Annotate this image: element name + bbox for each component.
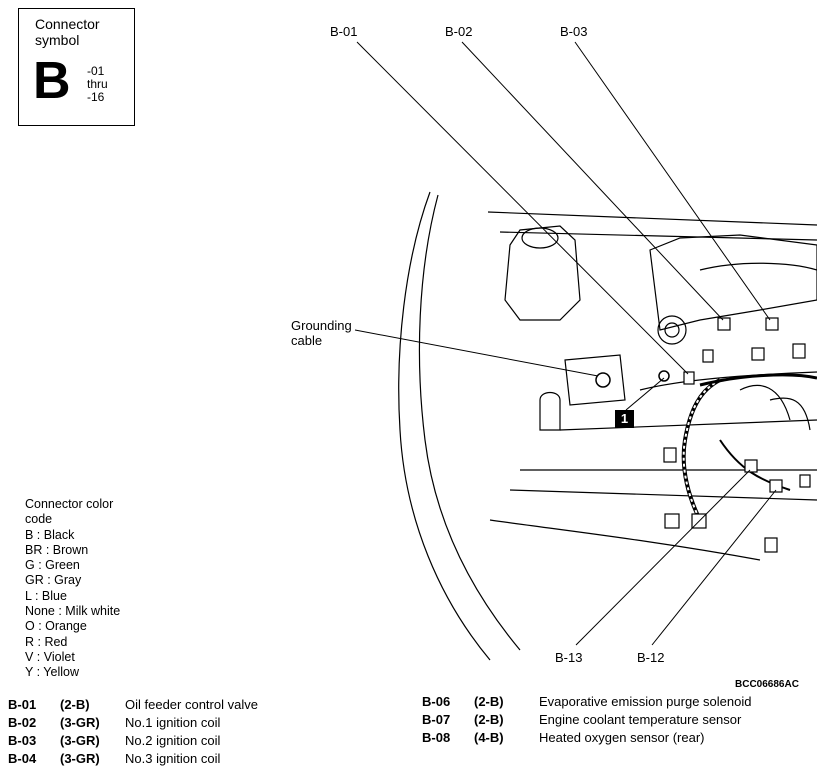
- table-row: B-02 (3-GR) No.1 ignition coil: [8, 714, 258, 732]
- connector-id: B-04: [8, 751, 37, 766]
- callout-b01: B-01: [330, 24, 358, 39]
- connector-code: (2-B): [474, 694, 504, 709]
- table-row: B-07 (2-B) Engine coolant temperature sens…: [422, 711, 751, 729]
- engine-block: [649, 234, 817, 331]
- connector-code: (3-GR): [60, 715, 100, 730]
- wire-harness: [681, 378, 721, 521]
- strut-mount: [539, 391, 561, 431]
- callout-b03: B-03: [560, 24, 588, 39]
- table-row: B-01 (2-B) Oil feeder control valve: [8, 696, 258, 714]
- leader-b03: [574, 41, 771, 321]
- callout-b13: B-13: [555, 650, 583, 665]
- color-code-title: Connector color code: [25, 497, 114, 527]
- connector-b06: [702, 349, 714, 363]
- leader-grounding: [354, 329, 599, 377]
- connector-id: B-03: [8, 733, 37, 748]
- bumper: [489, 519, 761, 561]
- connector-b03: [765, 317, 779, 331]
- reservoir-cap: [521, 227, 559, 249]
- intake: [739, 384, 791, 421]
- leader-b02: [461, 41, 724, 321]
- radiator-low: [509, 489, 817, 501]
- grounding-bolt-2: [658, 370, 670, 382]
- connector-name: No.3 ignition coil: [125, 751, 221, 766]
- table-row: B-08 (4-B) Heated oxygen sensor (rear): [422, 729, 751, 747]
- connector-id: B-02: [8, 715, 37, 730]
- connector-name: Engine coolant temperature sensor: [539, 712, 742, 727]
- hood-edge: [487, 211, 817, 226]
- connector-b09: [663, 447, 677, 463]
- wire-harness-main: [699, 373, 817, 387]
- connector-code: (3-GR): [60, 733, 100, 748]
- leader-b01: [356, 41, 689, 375]
- connector-id: B-08: [422, 730, 451, 745]
- connector-name: Oil feeder control valve: [125, 697, 258, 712]
- callout-grounding-cable: Grounding cable: [291, 318, 352, 348]
- intake-2: [769, 397, 811, 431]
- connector-b14: [764, 537, 778, 553]
- connector-b02: [717, 317, 731, 331]
- color-code-entry: GR : Gray: [25, 573, 82, 588]
- figure-code: BCC06686AC: [735, 679, 799, 690]
- connector-b08: [769, 479, 783, 493]
- connector-symbol-letter: B: [33, 52, 71, 110]
- callout-b12: B-12: [637, 650, 665, 665]
- color-code-entry: None : Milk white: [25, 604, 121, 619]
- color-code-entry: V : Violet: [25, 649, 75, 664]
- color-code-entry: R : Red: [25, 634, 68, 649]
- table-row: B-03 (3-GR) No.2 ignition coil: [8, 732, 258, 750]
- grounding-bolt: [595, 372, 611, 388]
- connector-name: No.1 ignition coil: [125, 715, 221, 730]
- color-code-entry: B : Black: [25, 527, 75, 542]
- reservoir: [504, 225, 581, 321]
- connector-symbol-box: Connector symbol B -01 thru -16: [18, 8, 135, 126]
- connector-code: (2-B): [474, 712, 504, 727]
- connector-b07: [744, 459, 758, 473]
- connector-name: Evaporative emission purge solenoid: [539, 694, 752, 709]
- leader-b12: [651, 489, 777, 646]
- table-row: B-04 (3-GR) No.3 ignition coil: [8, 750, 258, 768]
- connector-id: B-01: [8, 697, 37, 712]
- connector-code: (3-GR): [60, 751, 100, 766]
- connector-name: Heated oxygen sensor (rear): [539, 730, 705, 745]
- valve-cover: [699, 262, 817, 271]
- table-row: B-06 (2-B) Evaporative emission purge sole…: [422, 693, 751, 711]
- color-code-entry: Y : Yellow: [25, 665, 79, 680]
- connector-table-right: B-06 (2-B) Evaporative emission purge sole…: [422, 693, 751, 747]
- color-code-entry: L : Blue: [25, 588, 67, 603]
- connector-symbol-title: Connector symbol: [35, 16, 100, 48]
- connector-b01: [683, 371, 695, 385]
- wire-harness-dash: [682, 379, 721, 521]
- cap-circle: [657, 315, 687, 345]
- connector-b05: [792, 343, 806, 359]
- connector-b04: [751, 347, 765, 361]
- connector-code: (4-B): [474, 730, 504, 745]
- connector-b10: [664, 513, 680, 529]
- leader-marker: [625, 377, 665, 411]
- fender-inner: [418, 194, 521, 651]
- color-code-entry: O : Orange: [25, 619, 87, 634]
- marker-1-badge: 1: [615, 410, 634, 428]
- color-code-entry: G : Green: [25, 558, 80, 573]
- leader-b13: [575, 469, 751, 646]
- connector-b15: [799, 474, 811, 488]
- callout-b02: B-02: [445, 24, 473, 39]
- connector-name: No.2 ignition coil: [125, 733, 221, 748]
- connector-table-left: B-01 (2-B) Oil feeder control valve B-02 (3…: [8, 696, 258, 768]
- connector-id: B-06: [422, 694, 451, 709]
- engine-lower: [639, 371, 817, 391]
- battery: [564, 354, 626, 406]
- connector-code: (2-B): [60, 697, 90, 712]
- fender-outline: [398, 191, 491, 661]
- cap-circle-2: [664, 322, 680, 338]
- color-code-entry: BR : Brown: [25, 542, 89, 557]
- connector-symbol-range: -01 thru -16: [87, 64, 108, 104]
- connector-id: B-07: [422, 712, 451, 727]
- color-code-legend: Connector color code B : Black BR : Brow…: [25, 497, 120, 681]
